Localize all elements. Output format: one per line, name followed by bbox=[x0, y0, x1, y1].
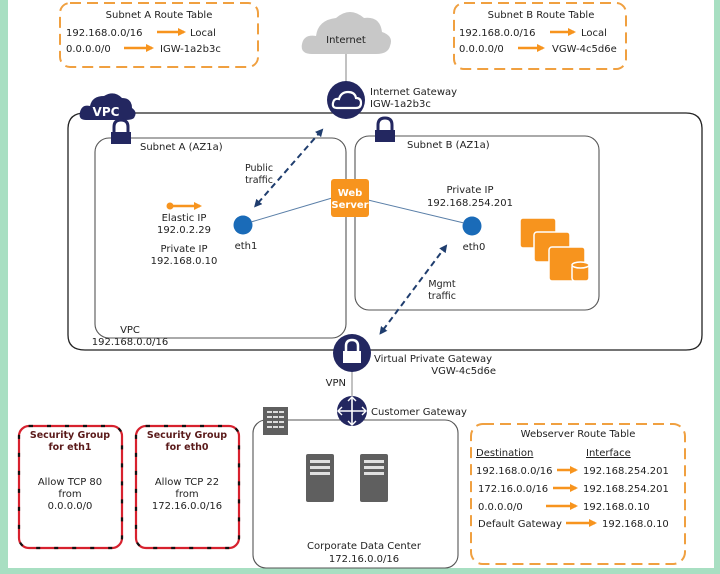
vpn-label: VPN bbox=[326, 378, 346, 389]
public-traffic-arrow bbox=[254, 128, 324, 208]
subnet-a-route-table: Subnet A Route Table 192.168.0.0/16 Loca… bbox=[59, 2, 259, 68]
internet-node: Internet bbox=[301, 12, 391, 82]
web-server-icon bbox=[331, 179, 369, 217]
subnet-a: Subnet A (AZ1a) Public traffic Elastic I… bbox=[94, 118, 347, 339]
eth0-interface[interactable] bbox=[462, 216, 482, 236]
security-group-rule: from bbox=[175, 489, 198, 500]
corporate-data-center: Corporate Data Center 172.16.0.0/16 bbox=[252, 407, 459, 569]
security-group-eth0: Security Group for eth0 Allow TCP 22 fro… bbox=[134, 424, 241, 550]
route-table-border bbox=[59, 2, 259, 68]
eth0-label: eth0 bbox=[463, 242, 486, 253]
route-table-border bbox=[470, 423, 686, 565]
security-group-title: Security Group bbox=[147, 430, 227, 441]
vpc-cloud-icon bbox=[79, 93, 136, 120]
vpc-container: VPC VPC 192.168.0.0/16 bbox=[67, 93, 703, 351]
destination-header: Destination bbox=[476, 448, 533, 459]
route-table-title: Subnet B Route Table bbox=[488, 10, 595, 21]
subnet-b-label: Subnet B (AZ1a) bbox=[407, 140, 490, 151]
customer-gateway: Customer Gateway bbox=[337, 396, 467, 426]
mgmt-traffic-label: Mgmt bbox=[428, 279, 455, 290]
data-center-cidr: 172.16.0.0/16 bbox=[329, 554, 399, 565]
eth1-label: eth1 bbox=[235, 241, 258, 252]
route-table-border bbox=[453, 2, 627, 70]
route-interface: 192.168.0.10 bbox=[602, 519, 669, 530]
route-destination: 172.16.0.0/16 bbox=[478, 484, 548, 495]
route-interface: 192.168.0.10 bbox=[583, 502, 650, 513]
route-target: VGW-4c5d6e bbox=[552, 44, 617, 55]
security-group-rule: 172.16.0.0/16 bbox=[152, 501, 222, 512]
route-target: Local bbox=[581, 28, 607, 39]
route-destination: 192.168.0.0/16 bbox=[66, 28, 143, 39]
route-interface: 192.168.254.201 bbox=[583, 466, 669, 477]
lock-icon bbox=[375, 116, 395, 142]
eth1-connection bbox=[250, 197, 333, 223]
internet-gateway-id: IGW-1a2b3c bbox=[370, 99, 431, 110]
cloud-icon bbox=[331, 90, 363, 110]
lock-icon bbox=[343, 338, 361, 363]
route-destination: 0.0.0.0/0 bbox=[478, 502, 523, 513]
security-group-rule: Allow TCP 22 bbox=[155, 477, 219, 488]
private-ip-value: 192.168.0.10 bbox=[151, 256, 218, 267]
server-icon bbox=[360, 454, 388, 502]
vpc-border bbox=[67, 112, 703, 351]
internet-gateway-icon bbox=[327, 81, 365, 119]
vpc-label: VPC bbox=[120, 325, 140, 336]
route-interface: 192.168.254.201 bbox=[583, 484, 669, 495]
route-destination: 0.0.0.0/0 bbox=[459, 44, 504, 55]
customer-gateway-label: Customer Gateway bbox=[371, 407, 467, 418]
subnet-b-route-table: Subnet B Route Table 192.168.0.0/16 Loca… bbox=[453, 2, 627, 70]
elastic-ip-label: Elastic IP bbox=[162, 213, 207, 224]
elastic-ip-value: 192.0.2.29 bbox=[157, 225, 211, 236]
security-group-title: Security Group bbox=[30, 430, 110, 441]
subnet-a-border bbox=[94, 137, 347, 339]
internet-gateway: Internet Gateway IGW-1a2b3c bbox=[327, 81, 457, 119]
eth1-interface[interactable] bbox=[233, 215, 253, 235]
web-server-label: Web bbox=[338, 188, 363, 199]
route-target: IGW-1a2b3c bbox=[160, 44, 221, 55]
security-group-title: for eth1 bbox=[48, 442, 91, 453]
route-table-title: Webserver Route Table bbox=[521, 429, 636, 440]
ec2-instances-icon bbox=[519, 217, 590, 282]
route-table-title: Subnet A Route Table bbox=[106, 10, 213, 21]
web-server-label: Server bbox=[331, 200, 368, 211]
public-traffic-label: Public bbox=[245, 163, 273, 174]
security-group-eth1: Security Group for eth1 Allow TCP 80 fro… bbox=[17, 424, 124, 550]
route-destination: 192.168.0.0/16 bbox=[459, 28, 536, 39]
security-group-rule: 0.0.0.0/0 bbox=[48, 501, 93, 512]
cloud-icon bbox=[301, 12, 391, 54]
public-traffic-label: traffic bbox=[245, 175, 273, 186]
building-icon bbox=[263, 407, 288, 435]
private-ip-label: Private IP bbox=[446, 185, 493, 196]
vpc-cidr: 192.168.0.0/16 bbox=[92, 337, 169, 348]
eth0-connection bbox=[367, 199, 465, 224]
subnet-b: Subnet B (AZ1a) Private IP 192.168.254.2… bbox=[354, 116, 600, 311]
security-group-border bbox=[134, 424, 241, 550]
security-group-rule: Allow TCP 80 bbox=[38, 477, 102, 488]
server-icon bbox=[306, 454, 334, 502]
webserver-route-table: Webserver Route Table Destination Interf… bbox=[470, 423, 686, 565]
route-target: Local bbox=[190, 28, 216, 39]
route-destination: 0.0.0.0/0 bbox=[66, 44, 111, 55]
subnet-b-border bbox=[354, 135, 600, 311]
route-destination: Default Gateway bbox=[478, 519, 562, 530]
virtual-private-gateway: Virtual Private Gateway VGW-4c5d6e VPN bbox=[326, 334, 496, 400]
internet-gateway-label: Internet Gateway bbox=[370, 87, 457, 98]
vgw-label: Virtual Private Gateway bbox=[374, 354, 492, 365]
data-center-label: Corporate Data Center bbox=[307, 541, 422, 552]
security-group-border bbox=[17, 424, 124, 550]
private-ip-value: 192.168.254.201 bbox=[427, 198, 513, 209]
mgmt-traffic-label: traffic bbox=[428, 291, 456, 302]
route-destination: 192.168.0.0/16 bbox=[476, 466, 553, 477]
web-server[interactable]: Web Server bbox=[331, 179, 369, 217]
internet-label: Internet bbox=[326, 35, 366, 46]
lock-icon bbox=[111, 118, 131, 144]
vpc-badge: VPC bbox=[93, 105, 120, 119]
private-ip-label: Private IP bbox=[160, 244, 207, 255]
subnet-a-label: Subnet A (AZ1a) bbox=[140, 142, 223, 153]
mgmt-traffic-arrow bbox=[379, 244, 448, 335]
security-group-title: for eth0 bbox=[165, 442, 208, 453]
security-group-rule: from bbox=[58, 489, 81, 500]
vgw-id: VGW-4c5d6e bbox=[431, 366, 496, 377]
interface-header: Interface bbox=[586, 448, 631, 459]
